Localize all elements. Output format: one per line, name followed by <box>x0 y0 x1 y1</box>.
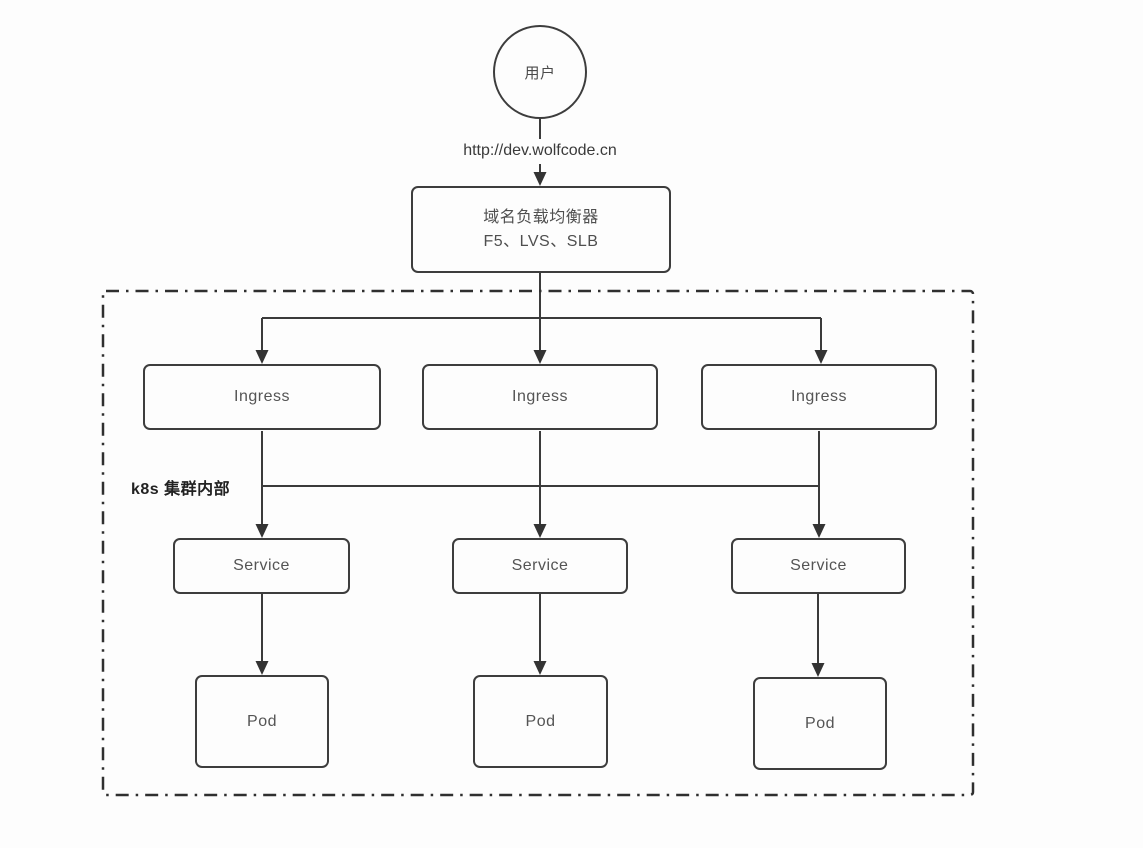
user-node-label: 用户 <box>524 64 556 82</box>
load-balancer-products: F5、LVS、SLB <box>483 232 599 250</box>
pod-label: Pod <box>247 712 277 730</box>
ingress-label: Ingress <box>791 388 847 405</box>
arrowhead-pod-right <box>811 663 825 677</box>
arrowhead-lb <box>533 172 547 186</box>
ingress-label: Ingress <box>512 388 568 405</box>
user-node: 用户 <box>493 25 587 119</box>
arrowhead-pod-left <box>255 661 269 675</box>
arrowhead-service-left <box>255 524 269 538</box>
arrowhead-ingress-middle <box>533 350 547 364</box>
pod-node-right: Pod <box>753 677 887 770</box>
request-url-label: http://dev.wolfcode.cn <box>420 141 660 161</box>
arrowhead-service-right <box>812 524 826 538</box>
ingress-node-right: Ingress <box>701 364 937 430</box>
service-label: Service <box>233 557 290 574</box>
service-label: Service <box>511 557 569 574</box>
service-node-right: Service <box>731 538 906 594</box>
pod-node-left: Pod <box>195 675 329 768</box>
service-node-left: Service <box>173 538 350 594</box>
service-node-middle: Service <box>452 538 628 594</box>
pod-label: Pod <box>525 712 556 730</box>
arrowhead-ingress-left <box>255 350 269 364</box>
load-balancer-title: 域名负载均衡器 <box>483 208 599 226</box>
pod-node-middle: Pod <box>473 675 608 768</box>
ingress-node-middle: Ingress <box>422 364 658 430</box>
load-balancer-node: 域名负载均衡器 F5、LVS、SLB <box>411 186 671 273</box>
arrowhead-service-middle <box>533 524 547 538</box>
service-label: Service <box>790 557 847 574</box>
arrowhead-ingress-right <box>814 350 828 364</box>
k8s-cluster-boundary <box>101 289 975 797</box>
arrowhead-pod-middle <box>533 661 547 675</box>
ingress-node-left: Ingress <box>143 364 381 430</box>
pod-label: Pod <box>805 714 835 732</box>
cluster-label: k8s 集群内部 <box>131 481 231 498</box>
ingress-label: Ingress <box>234 388 290 405</box>
